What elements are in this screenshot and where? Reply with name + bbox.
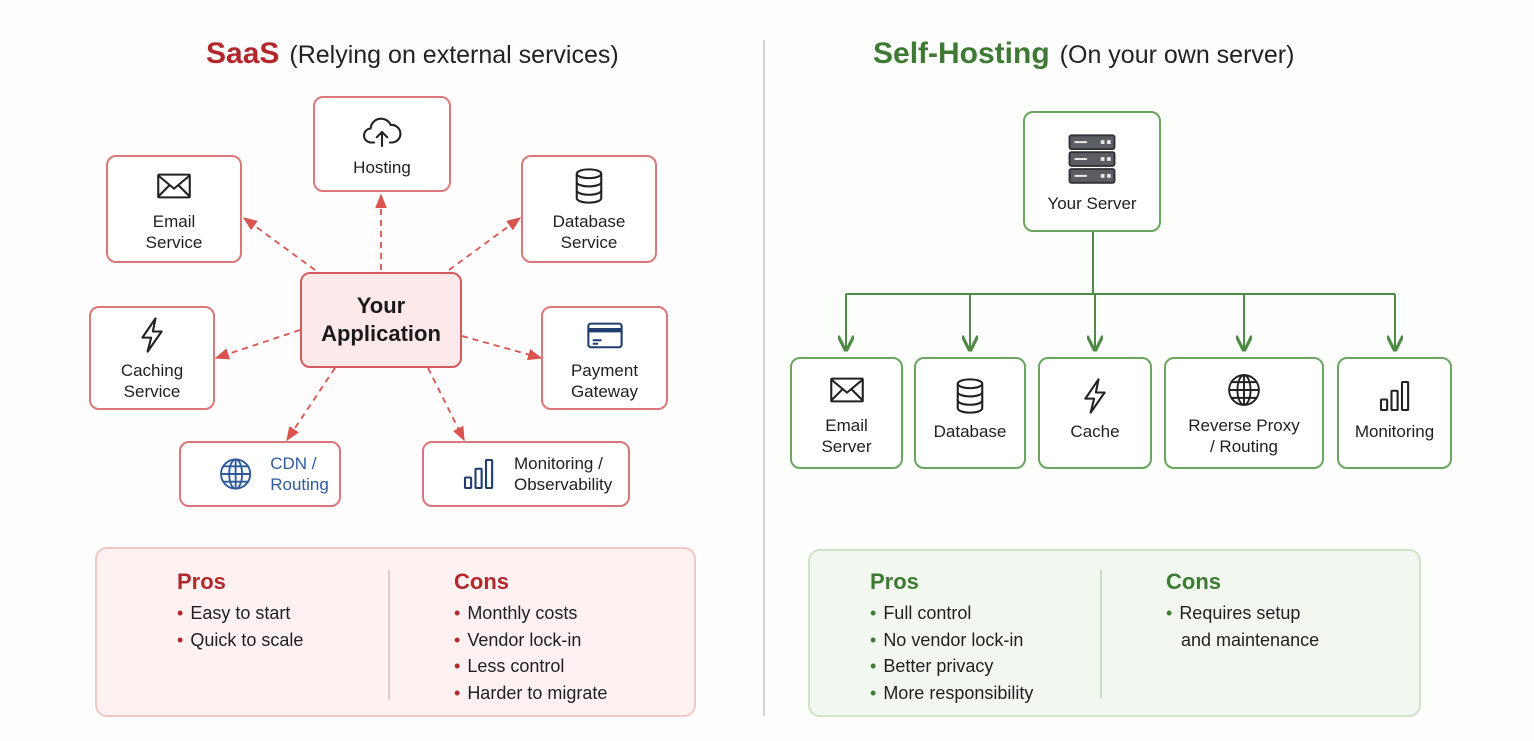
self-pros-cons-panel: Pros Full control No vendor lock-in Bett…: [808, 549, 1421, 717]
section-divider: [763, 40, 765, 716]
hosting-label: Hosting: [353, 157, 411, 177]
globe-icon: [220, 458, 252, 490]
envelope-icon: [829, 377, 864, 403]
caching-service-label: Caching Service: [120, 361, 184, 401]
node-database: Database: [914, 357, 1026, 469]
saas-con-item: Monthly costs: [454, 600, 607, 627]
arrow-to-email: [242, 217, 316, 271]
your-server-label: Your Server: [1047, 194, 1137, 213]
saas-title-main: SaaS: [206, 37, 280, 70]
envelope-icon: [157, 173, 191, 199]
node-database-service: Database Service: [521, 155, 657, 263]
saas-con-item: Vendor lock-in: [454, 627, 607, 654]
self-pro-item: More responsibility: [870, 680, 1033, 707]
node-cdn-routing: CDN / Routing: [179, 441, 341, 507]
self-subtitle: (On your own server): [1059, 41, 1295, 69]
self-pros-list: Full control No vendor lock-in Better pr…: [870, 600, 1033, 706]
self-title: Self-Hosting (On your own server): [873, 37, 1294, 71]
self-pro-item: Full control: [870, 600, 1033, 627]
arrow-to-database: [448, 217, 522, 271]
arrow-to-cdn: [286, 367, 336, 442]
bar-chart-icon: [463, 458, 494, 490]
cache-label: Cache: [1070, 422, 1120, 441]
arrow-to-monitoring: [427, 367, 465, 442]
monitoring-label: Monitoring: [1354, 422, 1435, 441]
saas-con-item: Harder to migrate: [454, 680, 607, 707]
database-icon: [575, 168, 603, 204]
node-monitoring: Monitoring: [1337, 357, 1452, 469]
monitoring-observability-label: Monitoring / Observability: [514, 454, 613, 494]
email-service-label: Email Service: [145, 212, 203, 252]
node-your-application: Your Application: [300, 272, 462, 368]
node-reverse-proxy: Reverse Proxy / Routing: [1164, 357, 1324, 469]
bar-chart-icon: [1379, 380, 1409, 412]
self-panel-divider: [1100, 570, 1102, 698]
saas-pro-item: Easy to start: [177, 600, 303, 627]
self-pro-item: No vendor lock-in: [870, 627, 1033, 654]
email-server-label: Email Server: [821, 416, 872, 456]
server-rack-icon: [1068, 134, 1116, 184]
saas-panel-divider: [388, 570, 390, 700]
self-con-item: Requires setup and maintenance: [1166, 600, 1326, 653]
self-pros-title: Pros: [870, 569, 919, 594]
credit-card-icon: [586, 322, 623, 349]
cloud-upload-icon: [363, 117, 402, 147]
node-email-server: Email Server: [790, 357, 903, 469]
lightning-icon: [141, 317, 163, 353]
saas-pros-title: Pros: [177, 569, 226, 594]
self-title-main: Self-Hosting: [873, 37, 1050, 70]
saas-pros-list: Easy to start Quick to scale: [177, 600, 303, 653]
database-service-label: Database Service: [552, 212, 626, 252]
node-your-server: Your Server: [1023, 111, 1161, 232]
database-icon: [956, 378, 984, 414]
self-pro-item: Better privacy: [870, 653, 1033, 680]
node-hosting: Hosting: [313, 96, 451, 192]
saas-subtitle: (Relying on external services): [289, 41, 619, 69]
node-monitoring-observability: Monitoring / Observability: [422, 441, 630, 507]
saas-pros-cons-panel: Pros Easy to start Quick to scale Cons M…: [95, 547, 696, 717]
self-cons-list: Requires setup and maintenance: [1166, 600, 1326, 653]
node-cache: Cache: [1038, 357, 1152, 469]
lightning-icon: [1084, 378, 1106, 414]
saas-title: SaaS (Relying on external services): [206, 37, 619, 71]
saas-con-item: Less control: [454, 653, 607, 680]
globe-icon: [1228, 374, 1260, 406]
reverse-proxy-label: Reverse Proxy / Routing: [1188, 416, 1300, 456]
payment-gateway-label: Payment Gateway: [570, 361, 639, 401]
your-application-label: Your Application: [321, 293, 441, 346]
database-label: Database: [933, 422, 1007, 441]
node-caching-service: Caching Service: [89, 306, 215, 410]
saas-cons-list: Monthly costs Vendor lock-in Less contro…: [454, 600, 607, 706]
node-payment-gateway: Payment Gateway: [541, 306, 668, 410]
saas-cons-title: Cons: [454, 569, 509, 594]
cdn-routing-label: CDN / Routing: [270, 454, 329, 494]
self-cons-title: Cons: [1166, 569, 1221, 594]
node-email-service: Email Service: [106, 155, 242, 263]
saas-pro-item: Quick to scale: [177, 627, 303, 654]
arrow-to-payment: [461, 335, 543, 361]
arrow-to-caching: [214, 329, 301, 360]
